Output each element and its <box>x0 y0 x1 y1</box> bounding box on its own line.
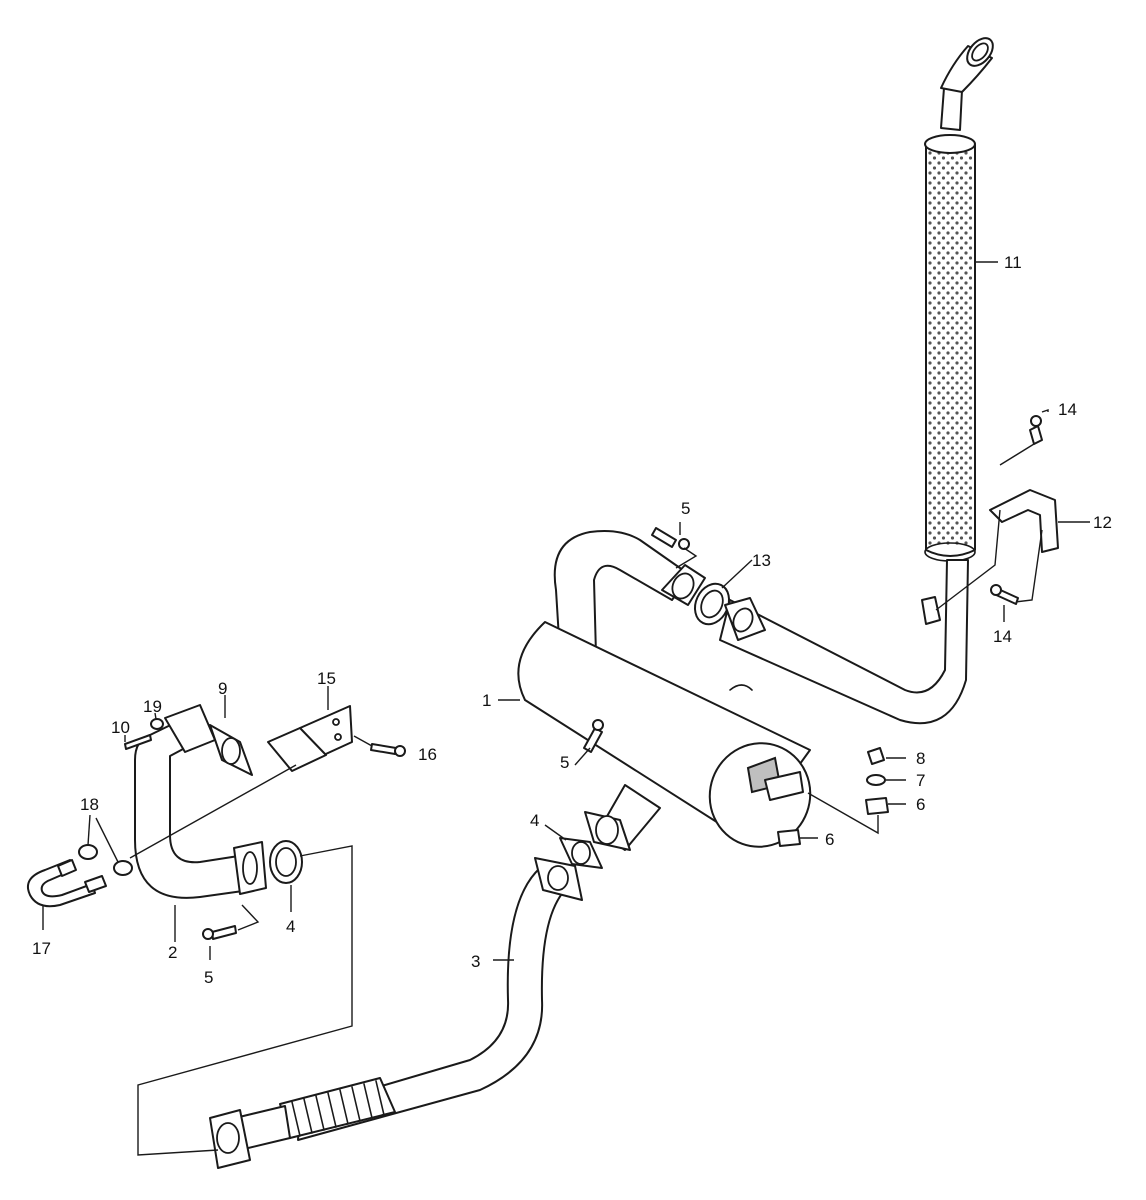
callout-14-lower: 14 <box>993 627 1012 646</box>
callout-6-lower: 6 <box>825 830 834 849</box>
part-10-bolt <box>124 734 152 750</box>
callout-9: 9 <box>218 679 227 698</box>
part-14-bolt-upper <box>999 409 1049 466</box>
callout-17: 17 <box>32 939 51 958</box>
callout-2: 2 <box>168 943 177 962</box>
callout-18: 18 <box>80 795 99 814</box>
part-1-muffler <box>498 530 969 851</box>
flex-bellows <box>291 1080 385 1137</box>
callout-4-muffler: 4 <box>530 811 539 830</box>
part-19-nut <box>150 712 164 730</box>
part-11-exhaust-stack <box>924 37 998 562</box>
part-6-rubber-lower <box>777 829 818 847</box>
part-8-nut <box>867 747 906 765</box>
callout-19: 19 <box>143 697 162 716</box>
callout-5-middle: 5 <box>560 753 569 772</box>
callout-5-upper: 5 <box>681 499 690 518</box>
part-18-washer-a <box>78 814 98 860</box>
part-15-bracket <box>129 686 353 859</box>
muffler-lower-flange <box>584 811 631 851</box>
callout-4-front: 4 <box>286 917 295 936</box>
callout-7: 7 <box>916 771 925 790</box>
callout-6-upper: 6 <box>916 795 925 814</box>
part-4-gasket-front <box>269 840 303 912</box>
part-14-bolt-lower <box>990 584 1019 622</box>
callout-16: 16 <box>418 745 437 764</box>
callout-15: 15 <box>317 669 336 688</box>
part-5-bolt-lower <box>202 904 260 960</box>
part-6-rubber-upper <box>807 792 906 835</box>
outlet-pipe-flange <box>724 597 766 641</box>
callout-labels: 1 2 3 4 4 5 5 5 6 6 7 8 9 10 11 12 13 14… <box>32 253 1112 987</box>
callout-13: 13 <box>752 551 771 570</box>
upper-flange <box>661 564 706 606</box>
callout-14-upper: 14 <box>1058 400 1077 419</box>
callout-5-lower: 5 <box>204 968 213 987</box>
callout-8: 8 <box>916 749 925 768</box>
part-5-bolt-upper <box>651 522 698 569</box>
callout-3: 3 <box>471 952 480 971</box>
stack-mount-tab <box>921 509 1001 625</box>
part-7-washer <box>866 774 906 786</box>
part-3-pipe <box>209 857 583 1169</box>
part-9-gasket <box>209 695 253 776</box>
part-2-front-pipe <box>134 704 267 942</box>
callout-12: 12 <box>1093 513 1112 532</box>
connector-lines <box>137 845 353 1156</box>
callout-10: 10 <box>111 718 130 737</box>
part-17-u-bolt <box>26 859 107 930</box>
part-18-washer-b <box>95 817 133 876</box>
part-16-bolt <box>353 735 406 757</box>
part-5-bolt-middle <box>574 719 604 766</box>
callout-11: 11 <box>1004 253 1022 272</box>
part-12-bracket <box>989 489 1090 603</box>
callout-1: 1 <box>482 691 491 710</box>
part-4-gasket-muffler <box>544 824 603 869</box>
